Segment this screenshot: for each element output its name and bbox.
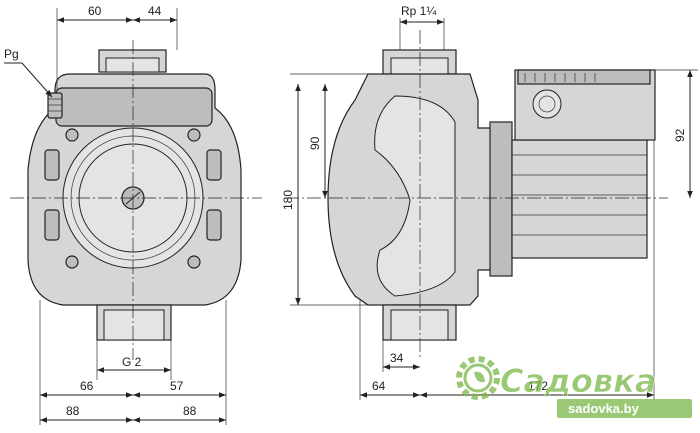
watermark-brand: Садовка bbox=[500, 362, 656, 400]
dim-height-upper: 90 bbox=[308, 136, 322, 150]
side-view bbox=[285, 30, 668, 360]
side-dimensions: Rp 1¼ 180 90 92 34 64 172 bbox=[281, 4, 698, 400]
front-screw bbox=[65, 128, 79, 142]
dim-front-base-right: 88 bbox=[183, 404, 197, 418]
speed-selector-knob bbox=[532, 89, 562, 119]
dim-front-base-left: 88 bbox=[66, 404, 80, 418]
watermark-site: sadovka.by bbox=[568, 401, 640, 416]
dim-front-top-right: 44 bbox=[148, 4, 162, 18]
dim-pg-label: Pg bbox=[4, 47, 19, 61]
cable-gland bbox=[47, 92, 63, 119]
dim-side-bottom-small: 34 bbox=[390, 351, 404, 365]
gear-icon bbox=[456, 356, 500, 400]
watermark: Садовка sadovka.by bbox=[456, 356, 692, 418]
dim-side-bottom-left: 64 bbox=[372, 379, 386, 393]
front-view bbox=[10, 40, 262, 360]
front-screw bbox=[65, 255, 79, 269]
dim-height-motor: 92 bbox=[673, 128, 687, 142]
dim-front-bottom-left: 66 bbox=[80, 379, 94, 393]
front-dimensions: 60 44 Pg G 2 66 57 88 88 bbox=[4, 4, 227, 425]
dim-height-total: 180 bbox=[281, 190, 295, 210]
dim-front-bottom-right: 57 bbox=[170, 379, 184, 393]
side-motor-body bbox=[511, 139, 648, 259]
dim-front-thread: G 2 bbox=[122, 355, 142, 369]
side-motor-flange bbox=[489, 121, 513, 277]
dim-side-bottom-right: 172 bbox=[528, 379, 548, 393]
dim-front-top-left: 60 bbox=[88, 4, 102, 18]
front-screw bbox=[187, 255, 201, 269]
dim-side-thread: Rp 1¼ bbox=[401, 4, 437, 18]
front-screw bbox=[187, 128, 201, 142]
